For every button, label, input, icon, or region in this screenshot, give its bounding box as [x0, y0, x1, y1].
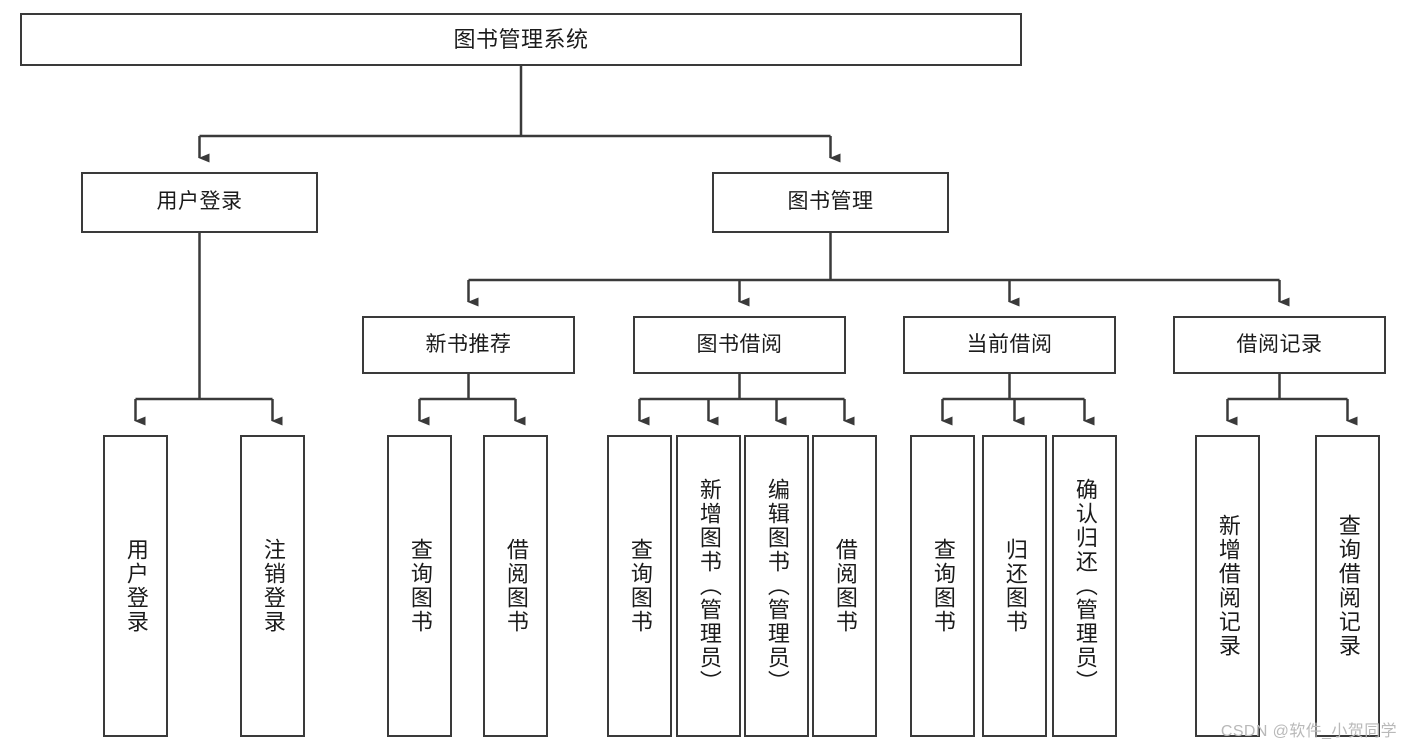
node-leaf-cb-confirm[interactable]: 确认归还（管理员）: [1052, 435, 1117, 737]
node-label: 编辑图书（管理员）: [764, 478, 790, 694]
connector-bus: [1227, 374, 1348, 401]
node-label: 归还图书: [1002, 538, 1028, 634]
node-label: 确认归还（管理员）: [1072, 478, 1098, 694]
node-leaf-bb-add[interactable]: 新增图书（管理员）: [676, 435, 741, 737]
node-label: 查询图书: [930, 538, 956, 634]
node-borrow-record[interactable]: 借阅记录: [1173, 316, 1386, 374]
node-leaf-user-login[interactable]: 用户登录: [103, 435, 168, 737]
node-label: 注销登录: [260, 538, 286, 634]
node-leaf-bb-query[interactable]: 查询图书: [607, 435, 672, 737]
node-leaf-cb-return[interactable]: 归还图书: [982, 435, 1047, 737]
connector-bus: [135, 233, 273, 401]
node-leaf-user-logout[interactable]: 注销登录: [240, 435, 305, 737]
node-leaf-rec-query[interactable]: 查询图书: [387, 435, 452, 737]
node-label: 图书借阅: [696, 332, 783, 356]
node-current-borrow[interactable]: 当前借阅: [903, 316, 1116, 374]
node-book-borrow[interactable]: 图书借阅: [633, 316, 846, 374]
node-leaf-cb-query[interactable]: 查询图书: [910, 435, 975, 737]
connector-bus: [199, 66, 831, 138]
node-label: 查询图书: [407, 538, 433, 634]
connector-bus: [468, 233, 1280, 282]
node-user-login[interactable]: 用户登录: [81, 172, 318, 233]
node-leaf-bb-borrow[interactable]: 借阅图书: [812, 435, 877, 737]
node-leaf-rec-borrow[interactable]: 借阅图书: [483, 435, 548, 737]
connector-bus: [942, 374, 1085, 401]
node-label: 用户登录: [156, 190, 243, 214]
node-label: 用户登录: [123, 538, 149, 634]
node-label: 新书推荐: [425, 332, 512, 356]
node-label: 查询借阅记录: [1335, 514, 1361, 658]
node-root[interactable]: 图书管理系统: [20, 13, 1022, 66]
watermark: CSDN @软件_小贺同学: [1220, 723, 1397, 740]
node-leaf-bb-edit[interactable]: 编辑图书（管理员）: [744, 435, 809, 737]
node-leaf-br-query[interactable]: 查询借阅记录: [1315, 435, 1380, 737]
node-book-manage[interactable]: 图书管理: [712, 172, 949, 233]
node-label: 当前借阅: [966, 332, 1053, 356]
node-label: 新增借阅记录: [1215, 514, 1241, 658]
node-leaf-br-add[interactable]: 新增借阅记录: [1195, 435, 1260, 737]
node-new-book-rec[interactable]: 新书推荐: [362, 316, 575, 374]
node-label: 借阅记录: [1236, 332, 1323, 356]
connector-bus: [639, 374, 845, 401]
node-label: 借阅图书: [832, 538, 858, 634]
node-label: 图书管理: [787, 190, 874, 214]
connector-bus: [419, 374, 516, 401]
node-label: 新增图书（管理员）: [696, 478, 722, 694]
node-label: 查询图书: [627, 538, 653, 634]
node-label: 借阅图书: [503, 538, 529, 634]
node-label: 图书管理系统: [453, 26, 589, 52]
